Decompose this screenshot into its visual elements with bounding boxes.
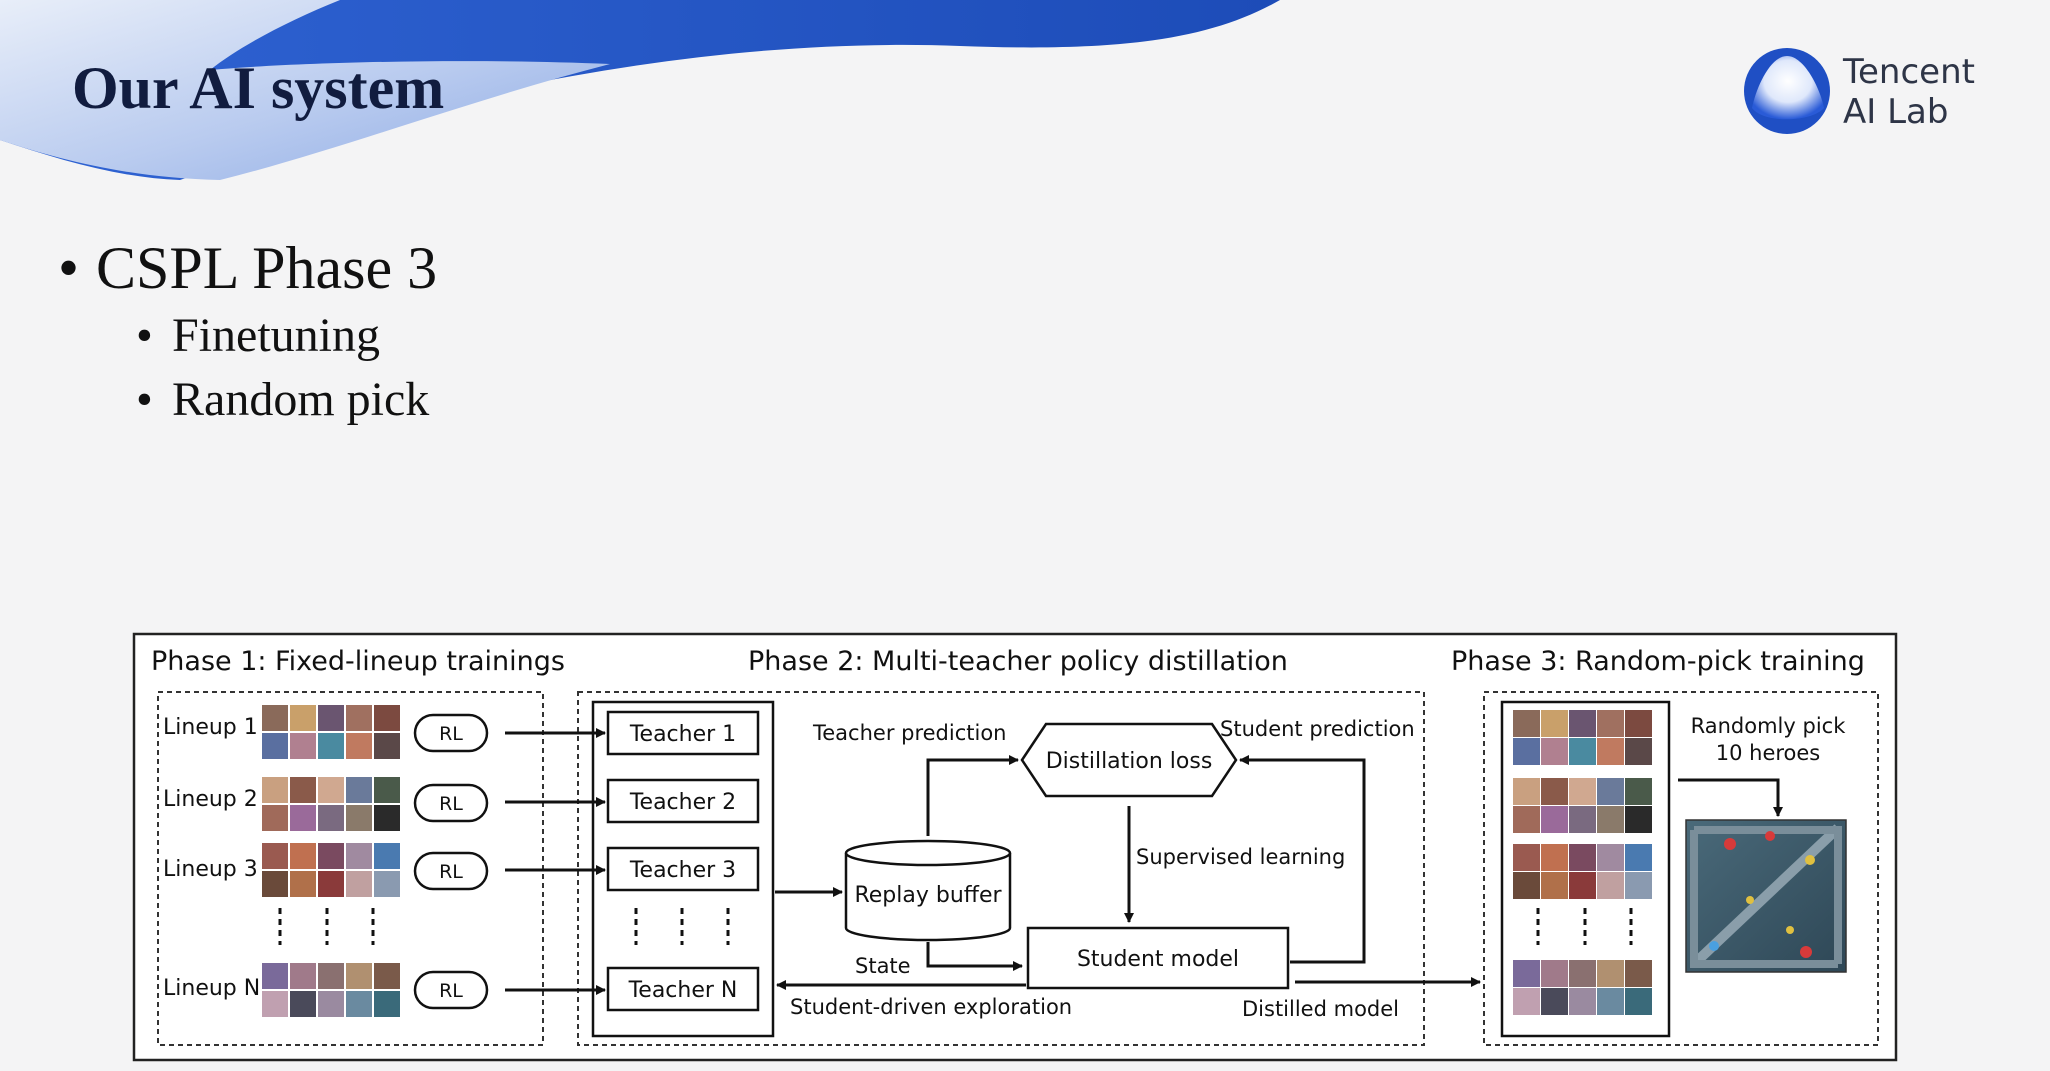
header-banner	[0, 0, 1280, 180]
hero-pool-portraits	[1513, 710, 1652, 1015]
teacher-prediction-label: Teacher prediction	[812, 721, 1007, 745]
hero-portraits	[262, 843, 400, 897]
distillation-loss-node: Distillation loss	[1020, 722, 1238, 798]
replay-buffer-node: Replay buffer	[844, 839, 1012, 942]
teacher-node: Teacher N	[606, 966, 760, 1012]
bullet-list: •CSPL Phase 3 •Finetuning •Random pick	[58, 232, 437, 432]
slide-title: Our AI system	[72, 55, 445, 121]
hero-portraits	[262, 705, 400, 759]
phase2-box	[577, 691, 1425, 1046]
teacher-node: Teacher 1	[606, 710, 760, 756]
logo-text-line-2: AI Lab	[1843, 92, 1949, 132]
student-prediction-label: Student prediction	[1220, 717, 1415, 741]
phase2-title: Phase 2: Multi-teacher policy distillati…	[748, 646, 1288, 677]
rl-label: RL	[439, 723, 463, 745]
bullet-item: •CSPL Phase 3	[58, 232, 437, 304]
teacher-node: Teacher 2	[606, 778, 760, 824]
arrow	[1239, 755, 1366, 964]
arrow	[1678, 778, 1783, 817]
teacher-node: Teacher 3	[606, 846, 760, 892]
hero-pool-box	[1500, 700, 1671, 1038]
phase3-title: Phase 3: Random-pick training	[1451, 646, 1865, 677]
cspl-diagram: Phase 1: Fixed-lineup trainings Phase 2:…	[132, 632, 1898, 1062]
bullet-dot-icon: •	[136, 309, 153, 362]
lineup-label: Lineup N	[163, 976, 260, 1001]
bullet-main-text: CSPL Phase 3	[96, 235, 438, 301]
teacher-label: Teacher 1	[629, 722, 736, 747]
arrow	[926, 755, 1019, 836]
logo-text-line-1: Tencent	[1843, 52, 1975, 92]
lineup-label: Lineup 1	[163, 715, 258, 740]
phase1-title: Phase 1: Fixed-lineup trainings	[151, 646, 565, 677]
bullet-dot-icon: •	[58, 235, 80, 301]
rl-node	[413, 783, 489, 823]
tencent-logo-icon	[1744, 48, 1830, 134]
rl-label: RL	[439, 793, 463, 815]
rl-node	[413, 851, 489, 891]
rl-label: RL	[439, 980, 463, 1002]
sub-bullet-item: • Random pick	[136, 368, 437, 432]
lineup-row: Lineup N RL	[163, 963, 606, 1017]
student-model-label: Student model	[1077, 947, 1239, 972]
rl-node	[413, 713, 489, 753]
lineup-row: Lineup 2 RL	[163, 777, 606, 831]
bullet-dot-icon: •	[136, 373, 153, 426]
lineup-row: Lineup 3 RL	[163, 843, 606, 897]
lineup-label: Lineup 3	[163, 857, 258, 882]
teacher-group-box	[591, 700, 775, 1038]
distillation-loss-label: Distillation loss	[1046, 749, 1213, 774]
state-label: State	[855, 954, 911, 978]
student-model-node: Student model	[1026, 926, 1290, 990]
lineup-label: Lineup 2	[163, 787, 258, 812]
rl-node	[413, 970, 489, 1010]
teacher-label: Teacher N	[628, 978, 738, 1003]
teacher-label: Teacher 2	[629, 790, 736, 815]
sub-bullet-text: Random pick	[172, 373, 430, 426]
replay-buffer-label: Replay buffer	[854, 883, 1002, 908]
student-exploration-label: Student-driven exploration	[790, 995, 1072, 1019]
hero-portraits	[262, 963, 400, 1017]
hero-portraits	[262, 777, 400, 831]
random-pick-label: Randomly pick	[1691, 714, 1847, 738]
sub-bullet-text: Finetuning	[172, 309, 381, 362]
distilled-model-label: Distilled model	[1242, 997, 1399, 1021]
rl-label: RL	[439, 861, 463, 883]
arrow	[926, 942, 1023, 971]
phase3-box	[1483, 691, 1879, 1046]
teacher-label: Teacher 3	[629, 858, 736, 883]
random-pick-label: 10 heroes	[1716, 741, 1821, 765]
lineup-row: Lineup 1 RL	[163, 705, 606, 759]
game-map-image	[1685, 819, 1847, 973]
sub-bullet-item: • Finetuning	[136, 304, 437, 368]
supervised-learning-label: Supervised learning	[1136, 845, 1345, 869]
